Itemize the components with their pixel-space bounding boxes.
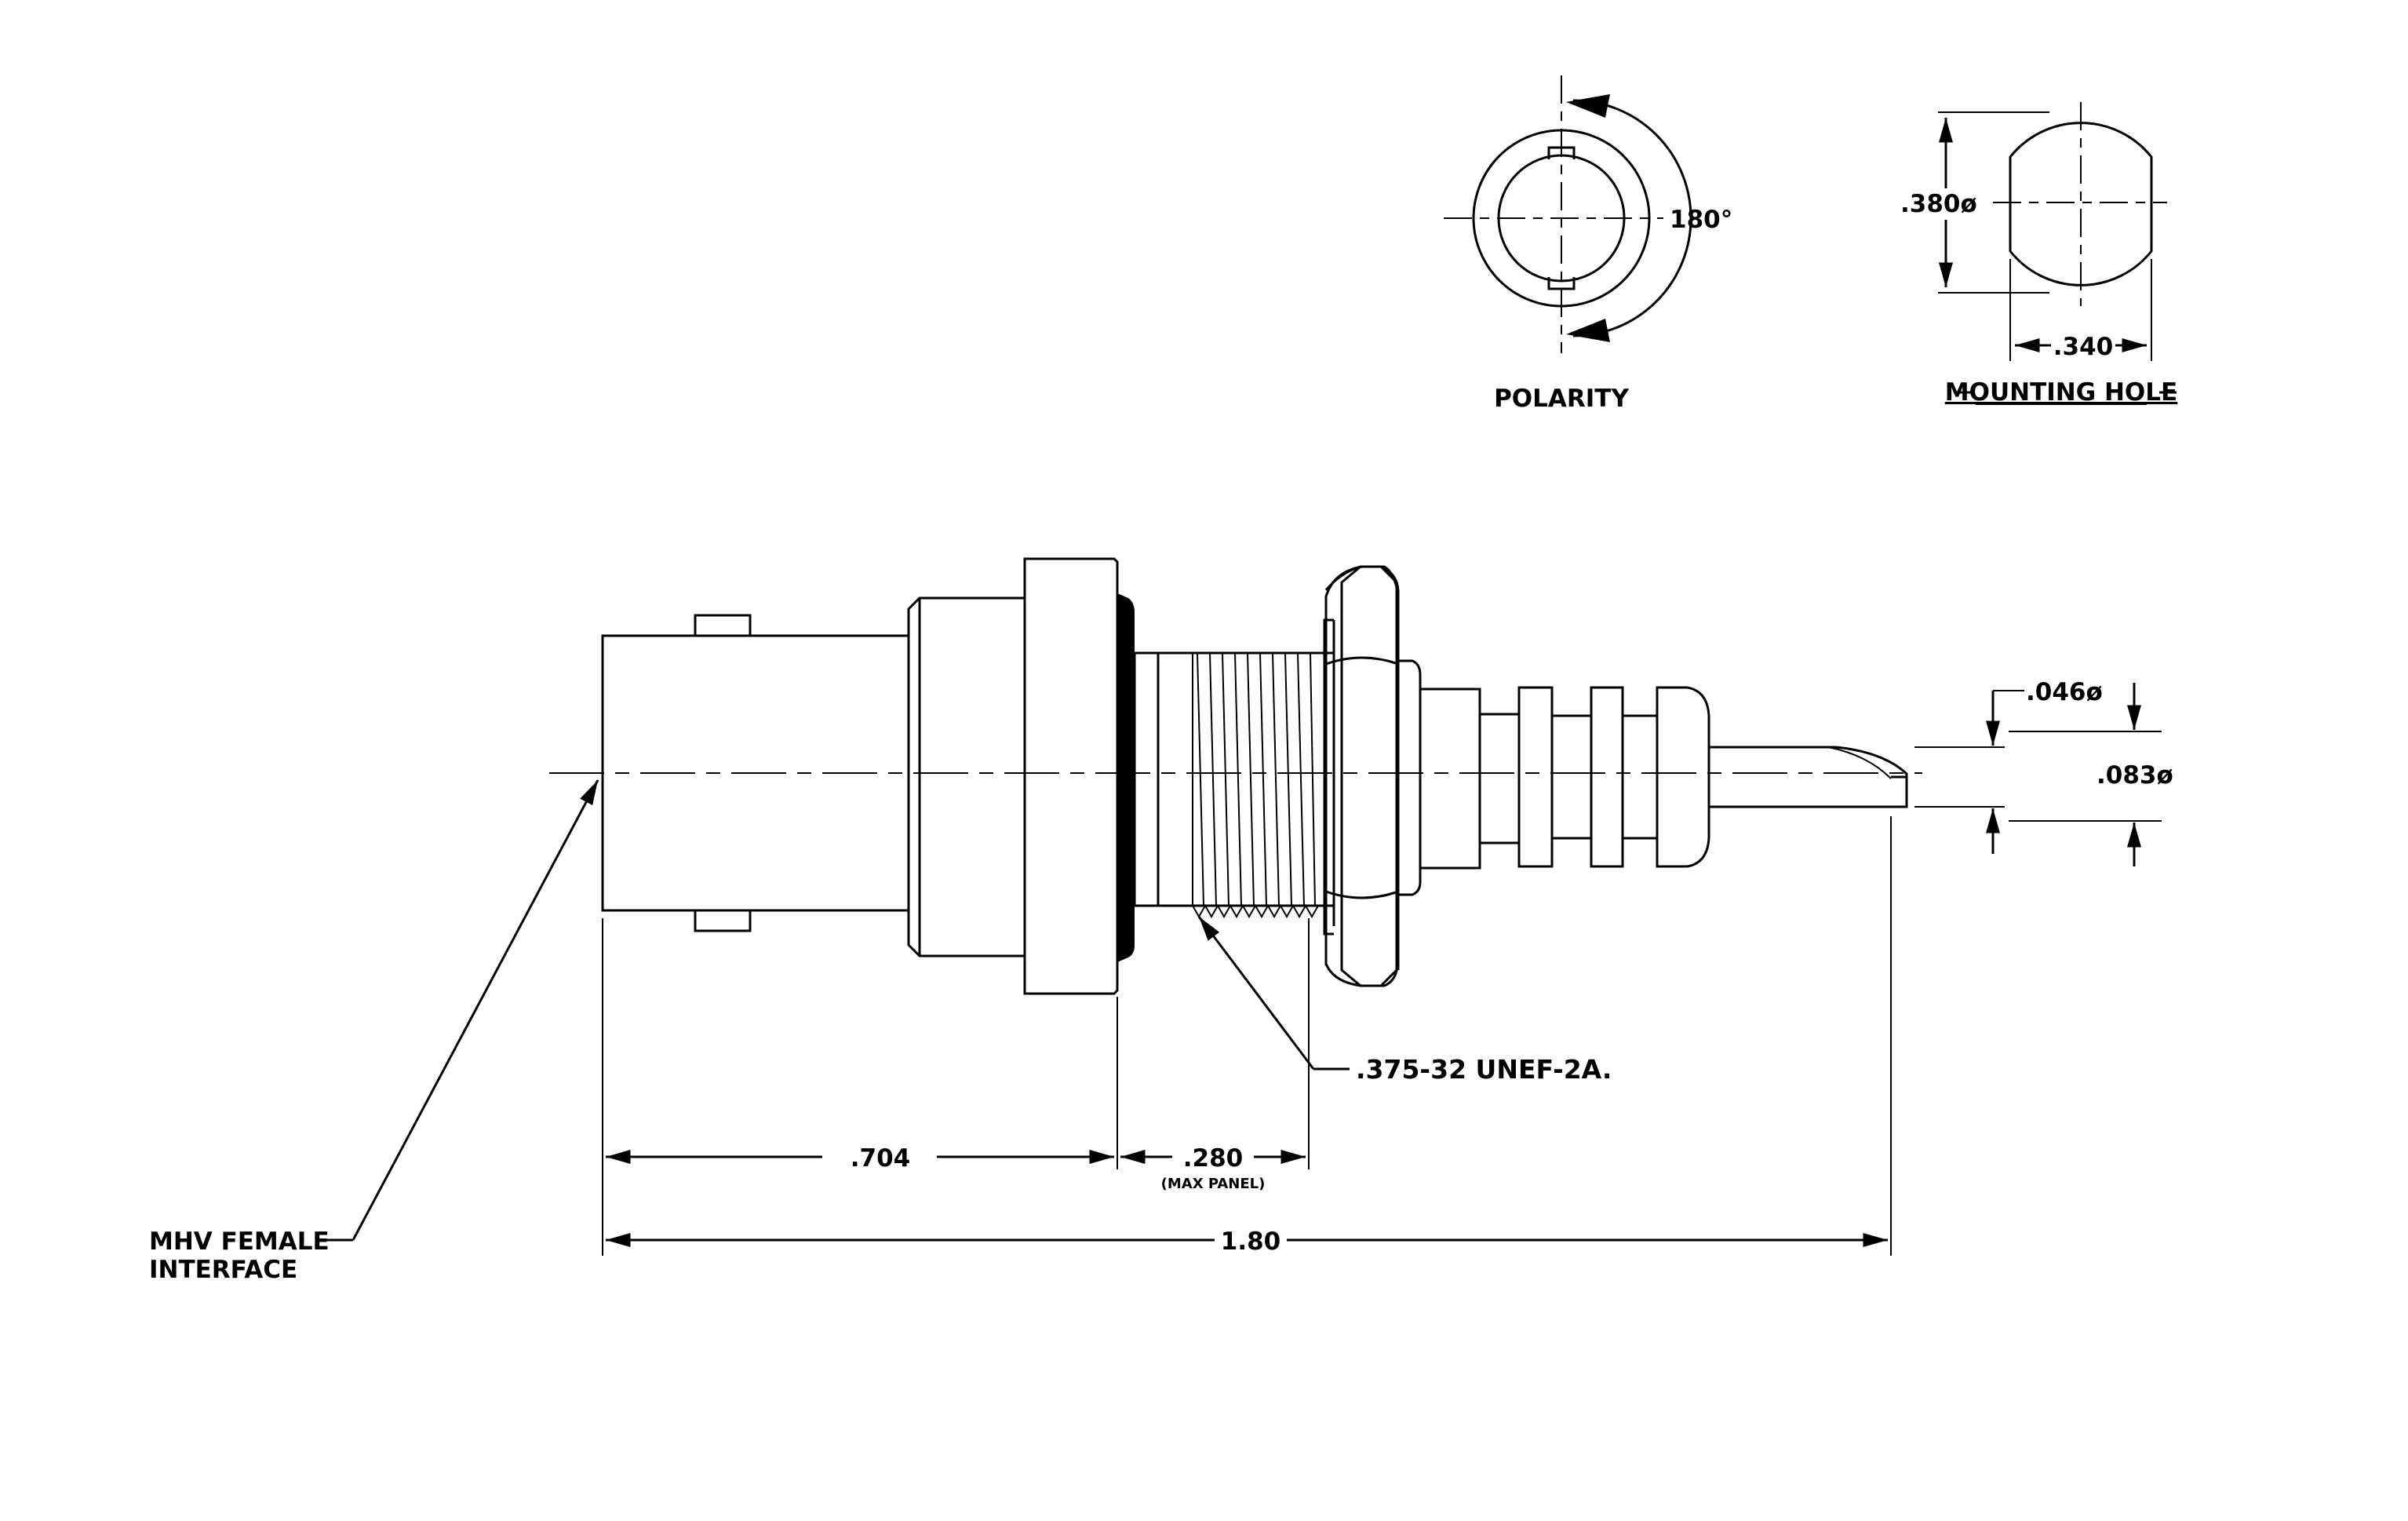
dim-180-label: 1.80 [1221, 1227, 1281, 1256]
polarity-view: 180° POLARITY [1444, 75, 1732, 413]
rear-collar [1398, 659, 1422, 896]
interface-label-line2: INTERFACE [149, 1256, 297, 1284]
thread-leader [1197, 916, 1315, 1070]
interface-label-line1: MHV FEMALE [149, 1227, 330, 1256]
polarity-caption: POLARITY [1494, 385, 1629, 413]
dim-280-note: (MAX PANEL) [1161, 1176, 1266, 1192]
dim-340-label: .340 [2053, 333, 2114, 361]
hex-nut [1324, 565, 1400, 987]
connector-side-view [549, 557, 1922, 995]
threaded-shank [1158, 651, 1335, 907]
pin-083-label: .083ø [2097, 761, 2173, 790]
hex-nut-flat-top [1325, 656, 1399, 666]
polarity-rotation-arc [1572, 99, 1692, 337]
rib-1 [1517, 686, 1554, 868]
dim-280-label: .280 [1183, 1144, 1244, 1173]
interface-leader [352, 779, 599, 1241]
panel-gasket [1117, 593, 1135, 962]
interface-callout: MHV FEMALE INTERFACE [149, 779, 599, 1284]
rib-gap-1 [1550, 714, 1593, 840]
thread-teeth-bottom [1192, 903, 1319, 919]
rear-body [1419, 688, 1481, 870]
bayonet-stud-top [694, 614, 752, 637]
shank-neck [1133, 651, 1160, 907]
coupling-ring [907, 596, 1026, 957]
flange [1023, 557, 1119, 995]
contact-pin [1709, 746, 1908, 808]
lock-washer [1323, 618, 1334, 936]
thread-callout: .375-32 UNEF-2A. [1197, 916, 1612, 1085]
bayonet-stud-bottom [694, 909, 752, 932]
pin-bevel [1827, 746, 1892, 779]
pin-dimensions: .046ø .083ø [1914, 678, 2173, 866]
polarity-arrow-bottom [1566, 319, 1610, 342]
thread-lines [1192, 652, 1316, 906]
hex-nut-flat-bottom [1325, 890, 1399, 899]
mounting-hole-outline [2009, 122, 2153, 286]
polarity-angle-label: 180° [1670, 206, 1732, 234]
rear-cap [1656, 686, 1710, 868]
rib-gap-2 [1621, 714, 1659, 840]
thread-spec-label: .375-32 UNEF-2A. [1356, 1054, 1612, 1085]
dim-704-label: .704 [851, 1144, 911, 1173]
dim-380-label: .380ø [1900, 190, 1977, 218]
polarity-arrow-top [1566, 94, 1610, 118]
pin-046-label: .046ø [2026, 678, 2103, 706]
mounting-hole-view: .380ø .340 MOUNTING HOLE [1900, 102, 2177, 407]
hex-nut-left [1340, 565, 1398, 987]
length-dimensions: .704 .280 (MAX PANEL) 1.80 [602, 816, 1892, 1256]
mounting-hole-caption: MOUNTING HOLE [1945, 378, 2177, 407]
rear-neck [1478, 713, 1521, 844]
rib-2 [1590, 686, 1624, 868]
